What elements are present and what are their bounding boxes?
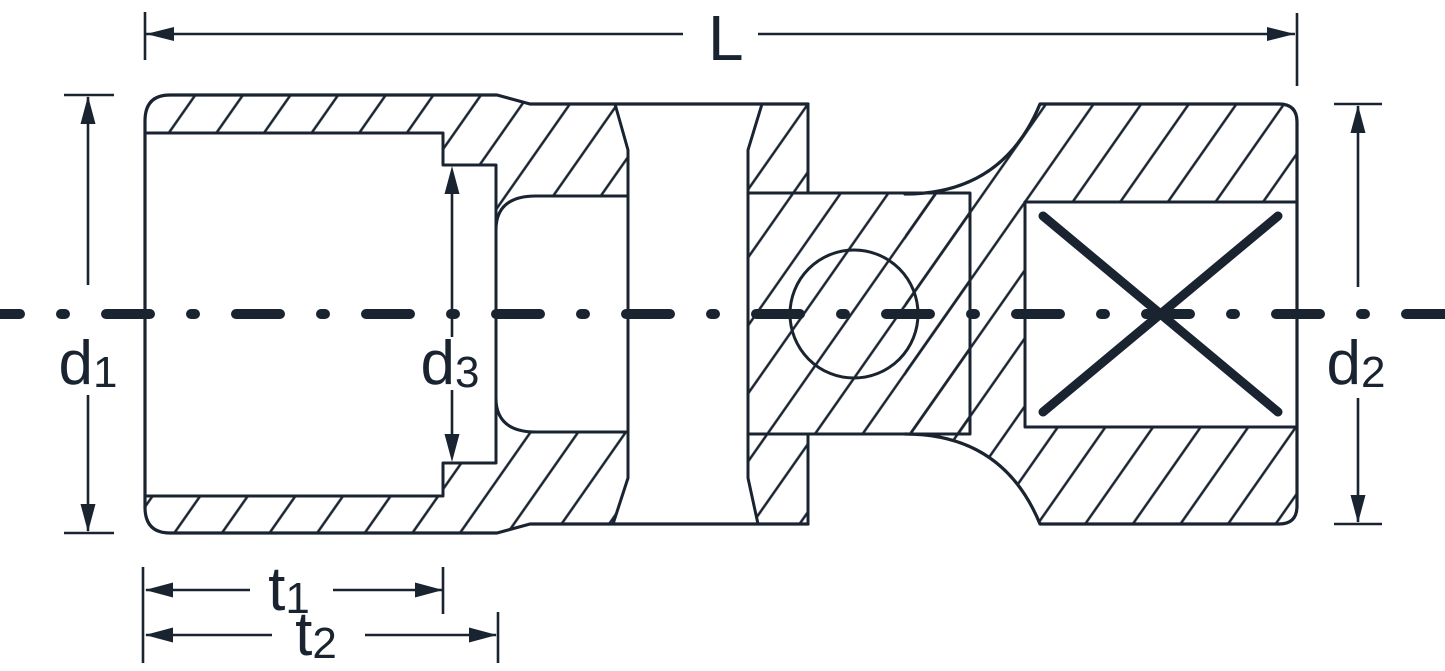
label-t1: t1 (268, 555, 310, 624)
dimension-L: L (143, 2, 1299, 86)
label-d3: d3 (421, 329, 480, 398)
dim-d2-arrow-bottom (1350, 495, 1366, 523)
dim-d2-ticks (1334, 102, 1382, 526)
dim-t2-arrow-left (145, 627, 173, 643)
dim-d3-arrow-bottom (444, 434, 460, 462)
dim-d2-arrow-top (1350, 105, 1366, 133)
yoke-hollow-outline (494, 194, 630, 434)
dim-t1-extension-lines (141, 567, 445, 663)
dimension-d3: d3 (421, 166, 480, 462)
label-t2: t2 (295, 600, 337, 669)
dim-t1-arrow-left (145, 582, 173, 598)
dimension-d2: d2 (1327, 102, 1386, 526)
label-d1: d1 (59, 329, 118, 398)
dim-d1-arrow-top (80, 96, 96, 124)
dim-t2-arrow-right (469, 627, 497, 643)
yoke-hollow-fill (496, 196, 628, 432)
dim-L-arrow-right (1267, 27, 1295, 41)
dim-t1-arrow-right (415, 582, 443, 598)
dim-d1-ticks (64, 93, 114, 535)
dimension-d1: d1 (59, 93, 118, 535)
label-L: L (708, 2, 744, 74)
dim-d3-arrow-top (444, 166, 460, 194)
label-d2: d2 (1327, 329, 1386, 398)
fork-slot-fill (613, 104, 762, 524)
dim-L-extension-lines (143, 12, 1299, 86)
dim-L-arrow-left (146, 27, 174, 41)
dimension-t2: t2 (145, 600, 500, 669)
dimension-t1: t1 (141, 555, 445, 663)
dim-d1-arrow-bottom (80, 504, 96, 532)
